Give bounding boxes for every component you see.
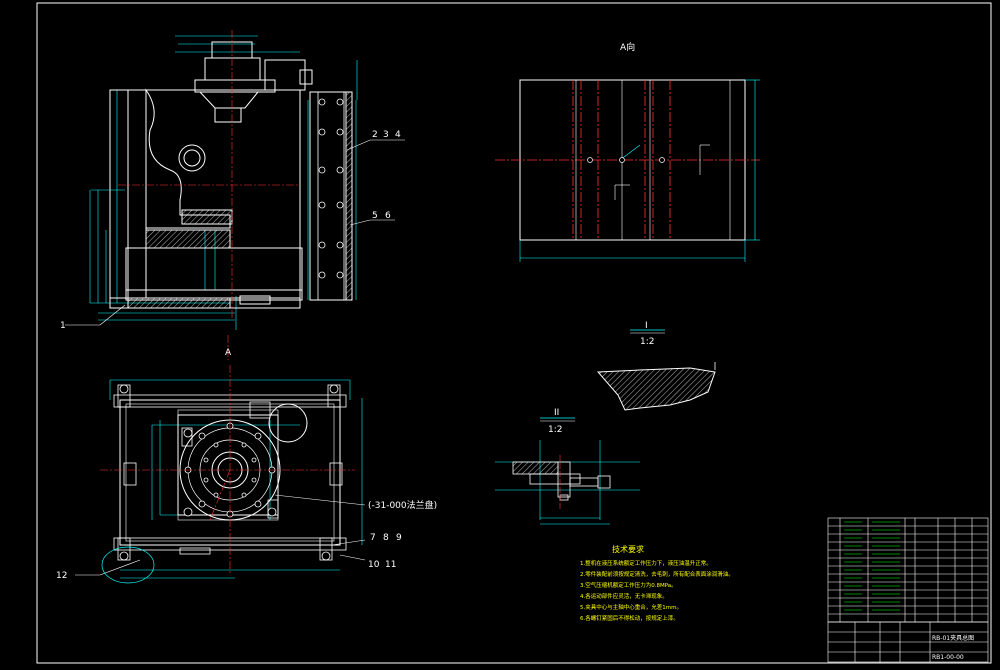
top-view: (-31-000法兰盘) 7 8 9 10 11 12 (56, 365, 437, 584)
parts-list (827, 517, 989, 623)
flange-callout: (-31-000法兰盘) (368, 499, 437, 511)
tech-requirements: 技术要求 1.整机在液压系统额定工作压力下，液压油温升正常。 2.零件装配前须按… (580, 544, 734, 622)
section-i-label: I (645, 321, 648, 331)
tech-line-1: 1.整机在液压系统额定工作压力下，液压油温升正常。 (580, 559, 712, 567)
section-ii: II 1:2 (495, 408, 640, 525)
section-i: I 1:2 (596, 321, 716, 411)
drawing-name: RB-01夹具总图 (932, 634, 974, 642)
callout-5: 5 (372, 211, 378, 221)
tech-line-6: 6.各螺钉紧固后不得松动，按规定上漆。 (580, 614, 679, 622)
callout-3: 3 (383, 130, 389, 140)
callout-8: 8 (383, 533, 389, 543)
front-view: 1 2 3 4 5 6 A (60, 30, 405, 360)
drawing-number: RB1-00-00 (932, 654, 964, 661)
title-block: RB-01夹具总图 RB1-00-00 (827, 621, 989, 663)
callout-9: 9 (396, 533, 402, 543)
view-a-label: A向 (620, 41, 635, 53)
section-ii-scale: 1:2 (548, 425, 562, 435)
sheet-border (36, 2, 992, 664)
callout-12: 12 (56, 571, 67, 581)
callout-7: 7 (370, 533, 376, 543)
callout-2: 2 (372, 130, 378, 140)
callout-4: 4 (395, 130, 401, 140)
section-ii-label: II (554, 408, 559, 418)
tech-line-3: 3.空气压缩机额定工作压力为0.8MPa。 (580, 581, 677, 589)
callout-1: 1 (60, 321, 66, 331)
callout-6: 6 (385, 211, 391, 221)
tech-title: 技术要求 (612, 544, 644, 554)
tech-line-4: 4.各运动部件应灵活，无卡滞现象。 (580, 592, 668, 600)
callout-11: 11 (385, 560, 396, 570)
view-arrow-a: A (225, 348, 232, 358)
tech-line-2: 2.零件装配前须按规定清洗，去毛刺，所有配合表面涂润滑油。 (580, 570, 734, 578)
section-i-scale: 1:2 (640, 337, 654, 347)
tech-line-5: 5.夹具中心与主轴中心重合，允差1mm。 (580, 603, 682, 611)
view-a: A向 (495, 41, 760, 262)
callout-10: 10 (368, 560, 380, 570)
